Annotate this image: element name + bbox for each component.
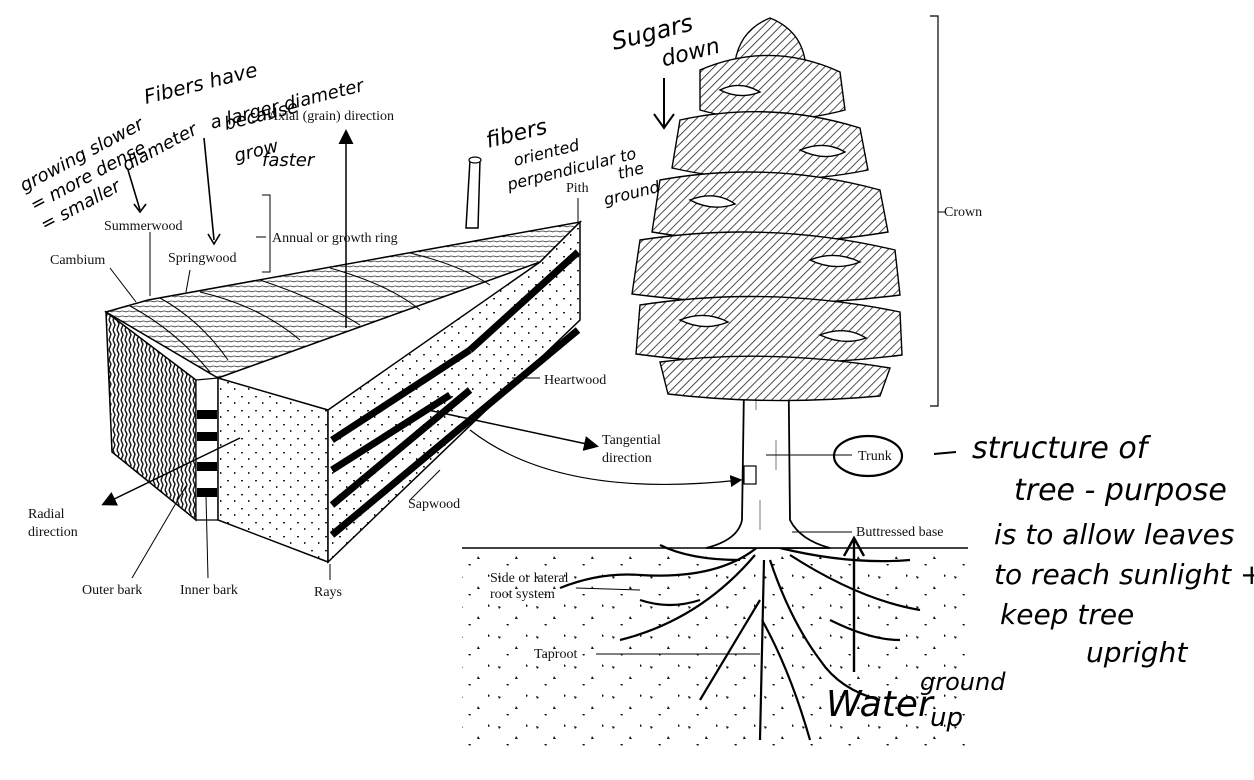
wood-block [104,156,583,564]
label-annual-ring: Annual or growth ring [272,231,398,246]
tree [462,15,968,746]
label-radial-2: direction [28,525,78,540]
label-sapwood: Sapwood [408,497,460,512]
note-fibers-have-1: Fibers have [141,57,259,108]
note-structure-2: tree - purpose [1014,473,1227,508]
label-summerwood: Summerwood [104,219,183,234]
radial-arrow [101,437,241,506]
crown-foliage [631,17,903,402]
water-up-arrow [842,535,866,672]
label-crown: Crown [944,205,982,220]
label-taproot: Taproot [534,647,577,662]
note-fibers-oriented-5: ground [602,177,663,209]
label-side-root-1: Side or lateral [490,571,569,586]
trunk-circle-mark [832,434,904,478]
label-rays: Rays [314,585,342,600]
soil [462,550,968,746]
sample-link-arrow [469,429,743,488]
note-structure-3: is to allow leaves [994,518,1234,551]
label-axial-direction: Axial (grain) direction [268,109,394,124]
note-structure-1: structure of [972,431,1152,466]
tangential-arrow [427,409,599,451]
trunk-sample-box [743,465,757,485]
label-outer-bark: Outer bark [82,583,142,598]
label-buttressed-base: Buttressed base [856,525,943,540]
label-pith: Pith [566,181,589,196]
block-radial-face [217,377,329,564]
note-structure-6: upright [1086,636,1188,669]
sugars-down-arrow [653,78,675,130]
pith-rod [465,159,481,229]
note-structure-4: to reach sunlight + [994,558,1254,591]
label-radial-1: Radial [28,507,65,522]
inner-bark-strip [195,377,219,521]
label-cambium: Cambium [50,253,105,268]
note-fibers-have-5: faster [262,150,316,171]
label-side-root-2: root system [490,587,555,602]
label-inner-bark: Inner bark [180,583,238,598]
label-springwood: Springwood [168,251,236,266]
note-water: Water [826,684,935,725]
label-tangential-1: Tangential [602,433,661,448]
note-structure-5: keep tree [1000,598,1134,631]
label-trunk: Trunk [858,449,892,464]
roots [559,544,921,741]
label-tangential-2: direction [602,451,652,466]
note-up: up [930,703,963,733]
note-ground: ground [920,668,1006,696]
crown-bracket [930,15,939,407]
printed-labels: Axial (grain) direction Pith Summerwood … [28,109,982,662]
label-heartwood: Heartwood [544,373,606,388]
